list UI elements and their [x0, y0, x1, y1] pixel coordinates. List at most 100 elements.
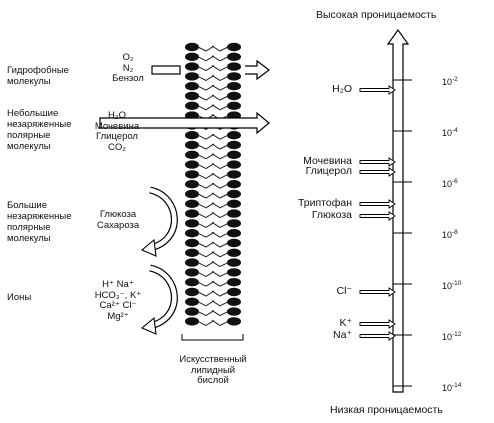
lipid-tail — [197, 300, 229, 307]
lipid-tail — [197, 241, 229, 248]
hydrophobic-entry-box — [151, 65, 181, 75]
lipid-head — [185, 268, 199, 277]
lipid-head — [227, 268, 241, 277]
lipid-tail — [197, 163, 229, 170]
lipid-head — [185, 52, 199, 61]
lipid-head — [227, 72, 241, 81]
lipid-head — [227, 160, 241, 169]
lipid-head — [227, 297, 241, 306]
lipid-head — [227, 42, 241, 52]
lipid-tail — [197, 153, 229, 160]
scale-marker-arrow — [359, 319, 396, 329]
scale-marker-arrow — [359, 85, 396, 95]
bilayer-bracket — [181, 334, 244, 341]
lipid-head — [227, 91, 241, 101]
lipid-head — [227, 317, 241, 326]
lipid-head — [185, 219, 199, 228]
scale-marker-label: Na⁺ — [333, 329, 352, 341]
flux-arrows — [99, 59, 270, 335]
lipid-tail — [197, 221, 229, 228]
lipid-tail — [197, 182, 229, 189]
lipid-head — [227, 258, 241, 267]
lipid-head — [185, 62, 199, 71]
lipid-head — [227, 199, 241, 208]
scale-top-label: Высокая проницаемость — [316, 9, 437, 21]
lipid-head — [227, 189, 241, 199]
scale-tick-label: 10-2 — [442, 76, 458, 87]
hydrophobic-pass-arrow — [245, 59, 270, 81]
lipid-head — [185, 229, 199, 238]
lipid-head — [185, 307, 199, 316]
scale-axis-arrow — [386, 28, 410, 393]
lipid-tail — [197, 45, 229, 52]
scale-tick-label: 10-10 — [442, 280, 462, 291]
lipid-head — [227, 52, 241, 61]
lipid-head — [227, 229, 241, 238]
lipid-head — [185, 287, 199, 297]
lipid-head — [185, 189, 199, 199]
lipid-tail — [197, 319, 229, 326]
bilayer-caption: Искусственный липидный бислой — [179, 354, 247, 386]
large-polar-bounce-arrow-body — [148, 186, 178, 252]
molecules-large-polar: Глюкоза Сахароза — [96, 209, 140, 231]
scale-marker-arrow — [359, 331, 396, 341]
scale-marker-arrow — [359, 167, 396, 177]
lipid-head — [185, 131, 199, 140]
scale-marker-arrow — [359, 287, 396, 297]
lipid-head — [185, 170, 199, 179]
lipid-tail — [197, 202, 229, 209]
lipid-head — [227, 101, 241, 111]
lipid-head — [185, 317, 199, 326]
lipid-head — [227, 209, 241, 218]
scale-marker-arrow — [359, 211, 396, 221]
lipid-head — [185, 42, 199, 52]
scale-marker-label: Мочевина — [303, 155, 352, 167]
lipid-head — [227, 180, 241, 189]
lipid-tail — [197, 104, 229, 111]
lipid-tail — [197, 261, 229, 268]
lipid-head — [227, 131, 241, 140]
lipid-head — [185, 209, 199, 218]
lipid-bilayer — [185, 42, 241, 326]
lipid-tail — [197, 280, 229, 287]
lipid-tail — [197, 94, 229, 101]
lipid-head — [227, 238, 241, 248]
category-label-hydrophobic: Гидрофобные молекулы — [7, 65, 69, 87]
molecules-ions: H⁺ Na⁺ HCO₃⁻, K⁺ Ca²⁺ Cl⁻ Mg²⁺ — [94, 279, 142, 322]
lipid-tail — [197, 270, 229, 277]
ions-bounce-arrowhead — [140, 316, 157, 335]
scale-marker-label: K⁺ — [339, 317, 352, 329]
lipid-head — [227, 287, 241, 297]
lipid-tail — [197, 212, 229, 219]
lipid-tail — [197, 84, 229, 91]
scale-marker-label: H₂O — [332, 83, 352, 95]
category-label-large-polar: Большие незаряженные полярные молекулы — [7, 200, 72, 244]
lipid-tail — [197, 310, 229, 317]
lipid-head — [185, 248, 199, 257]
scale-marker-arrow — [359, 199, 396, 209]
permeability-scale — [359, 28, 412, 393]
scale-tick-label: 10-6 — [442, 178, 458, 189]
scale-tick-label: 10-8 — [442, 229, 458, 240]
lipid-tail — [197, 251, 229, 258]
lipid-head — [185, 278, 199, 287]
lipid-tail — [197, 172, 229, 179]
category-label-small-polar: Небольшие незаряженные полярные молекулы — [7, 108, 72, 152]
lipid-head — [185, 82, 199, 91]
lipid-head — [227, 82, 241, 91]
scale-marker-label: Глицерол — [305, 165, 352, 177]
lipid-tail — [197, 290, 229, 297]
scale-tick-label: 10-12 — [442, 331, 462, 342]
large-polar-bounce-arrowhead — [140, 238, 157, 257]
scale-marker-label: Cl⁻ — [336, 285, 352, 297]
lipid-head — [227, 150, 241, 159]
lipid-head — [227, 140, 241, 150]
lipid-head — [185, 297, 199, 306]
ions-bounce-arrow-body — [148, 264, 178, 330]
lipid-tail — [197, 55, 229, 62]
lipid-head — [227, 307, 241, 316]
scale-tick-label: 10-4 — [442, 127, 458, 138]
lipid-head — [185, 91, 199, 101]
